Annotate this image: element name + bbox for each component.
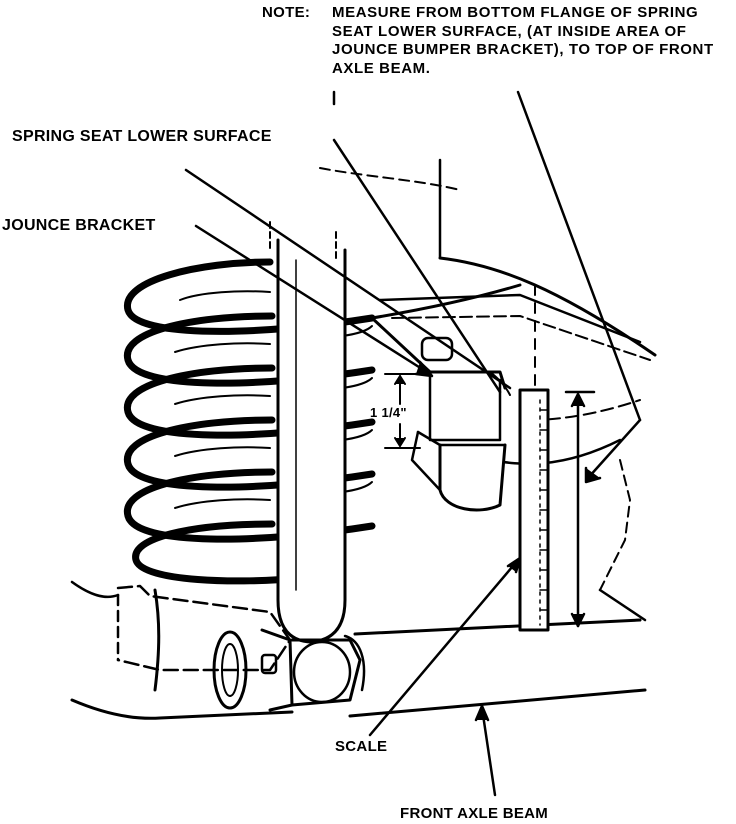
- axle-leader: [480, 706, 497, 797]
- jounce-bumper-bracket: [370, 316, 511, 512]
- scale-leader: [368, 558, 520, 737]
- spring-seat-leader-2: [332, 138, 502, 394]
- jounce-bracket-label: JOUNCE BRACKET: [2, 217, 156, 234]
- dimension-label: 1 1/4": [370, 405, 407, 420]
- jounce-leader: [194, 224, 432, 376]
- dimension-marker: [384, 373, 431, 449]
- note-leader-right: [516, 90, 642, 422]
- front-axle-beam: [70, 580, 647, 720]
- axle-clamp: [116, 584, 366, 712]
- measuring-scale: [518, 388, 550, 632]
- measurement-arrow: [564, 390, 596, 628]
- shock-absorber: [269, 221, 347, 644]
- leader-lines: [184, 90, 642, 797]
- vehicle-frame: [319, 158, 657, 591]
- spring-seat-leader: [184, 168, 512, 390]
- scale-label: SCALE: [335, 738, 388, 755]
- spring-seat-label: SPRING SEAT LOWER SURFACE: [12, 128, 272, 145]
- note-text: MEASURE FROM BOTTOM FLANGE OF SPRING SEA…: [332, 4, 714, 77]
- note-prefix: NOTE:: [262, 4, 311, 21]
- front-axle-beam-label: FRONT AXLE BEAM: [400, 805, 549, 822]
